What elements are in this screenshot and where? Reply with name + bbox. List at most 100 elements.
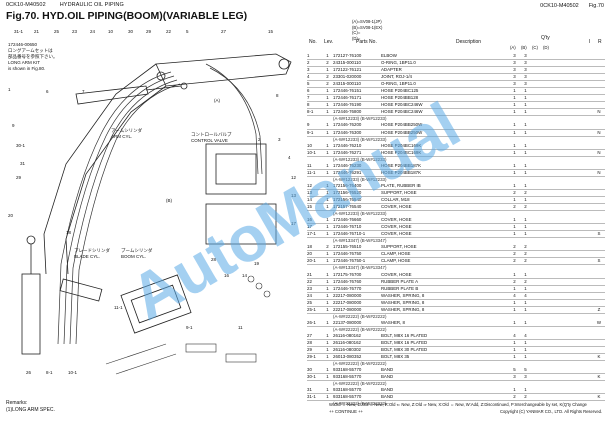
diagram-note-line: is shown in Fig.80. xyxy=(8,66,45,71)
cell-lev: 1 xyxy=(322,257,333,266)
serial-note: (A-W#12233) (B-W#12233) xyxy=(333,156,387,162)
doc-code: 0CK10-M40502 xyxy=(6,2,46,8)
cell-qty-c xyxy=(531,217,542,225)
cell-qty-a: 1 xyxy=(509,122,520,130)
cell-i xyxy=(553,244,593,252)
cell-qty-b: 1 xyxy=(520,196,531,205)
cell-r xyxy=(593,101,605,110)
serial-note-row: (A-W#22222) (B-W#22222) xyxy=(307,361,605,368)
cell-qty-a: 1 xyxy=(509,285,520,293)
serial-note: (A-W#13347) (B-W#13347) xyxy=(333,265,387,271)
cell-qty-d xyxy=(542,73,553,82)
cell-qty-b: 1 xyxy=(520,182,531,190)
col-lev: Lev. xyxy=(324,39,334,45)
cell-qty-c xyxy=(531,230,542,239)
cell-qty-b: 1 xyxy=(520,169,531,177)
cell-qty-d xyxy=(542,80,553,89)
cell-qty-d xyxy=(542,319,553,327)
cell-qty-b: 1 xyxy=(520,217,531,225)
cell-qty-a: 3 xyxy=(509,80,520,89)
cell-i xyxy=(553,373,593,382)
cell-qty-b: 3 xyxy=(520,80,531,89)
cell-qty-d xyxy=(542,292,553,300)
cell-r xyxy=(593,339,605,348)
cell-qty-d xyxy=(542,244,553,252)
cell-i xyxy=(553,257,593,266)
cell-i xyxy=(553,353,593,362)
callout-number: 7 xyxy=(82,89,85,94)
cell-qty-c xyxy=(531,244,542,252)
cell-qty-a: 1 xyxy=(509,149,520,157)
control-valve xyxy=(120,274,192,334)
cell-description: WASHER, 8 xyxy=(381,319,509,327)
boom-cylinder xyxy=(21,235,41,355)
cell-part-no: 172156-76400 xyxy=(333,182,381,190)
cell-qty-c xyxy=(531,66,542,75)
cell-lev: 1 xyxy=(322,162,333,170)
cell-no: 2 xyxy=(307,59,322,68)
callout-number: 10 xyxy=(108,29,114,34)
cell-qty-d xyxy=(542,217,553,225)
cell-qty-c xyxy=(531,189,542,197)
callout-number: 4 xyxy=(288,155,291,160)
cell-r: N xyxy=(593,108,605,117)
cell-no: 30 xyxy=(307,367,322,375)
cell-qty-d xyxy=(542,257,553,266)
cell-description: BOLT, M8X 30 PLATED xyxy=(381,346,509,355)
cell-no: 10-1 xyxy=(307,149,322,157)
engine-block xyxy=(205,143,277,245)
cell-qty-c xyxy=(531,319,542,327)
cell-description: ADAPTER xyxy=(381,66,509,75)
cell-no: 9 xyxy=(307,122,322,130)
cell-qty-c xyxy=(531,250,542,259)
cell-i xyxy=(553,59,593,68)
cell-no: 1 xyxy=(307,53,322,61)
cell-part-no: 24315-000110 xyxy=(333,80,381,89)
cell-r: N xyxy=(593,169,605,177)
cell-i xyxy=(553,189,593,197)
cell-lev: 1 xyxy=(322,149,333,157)
